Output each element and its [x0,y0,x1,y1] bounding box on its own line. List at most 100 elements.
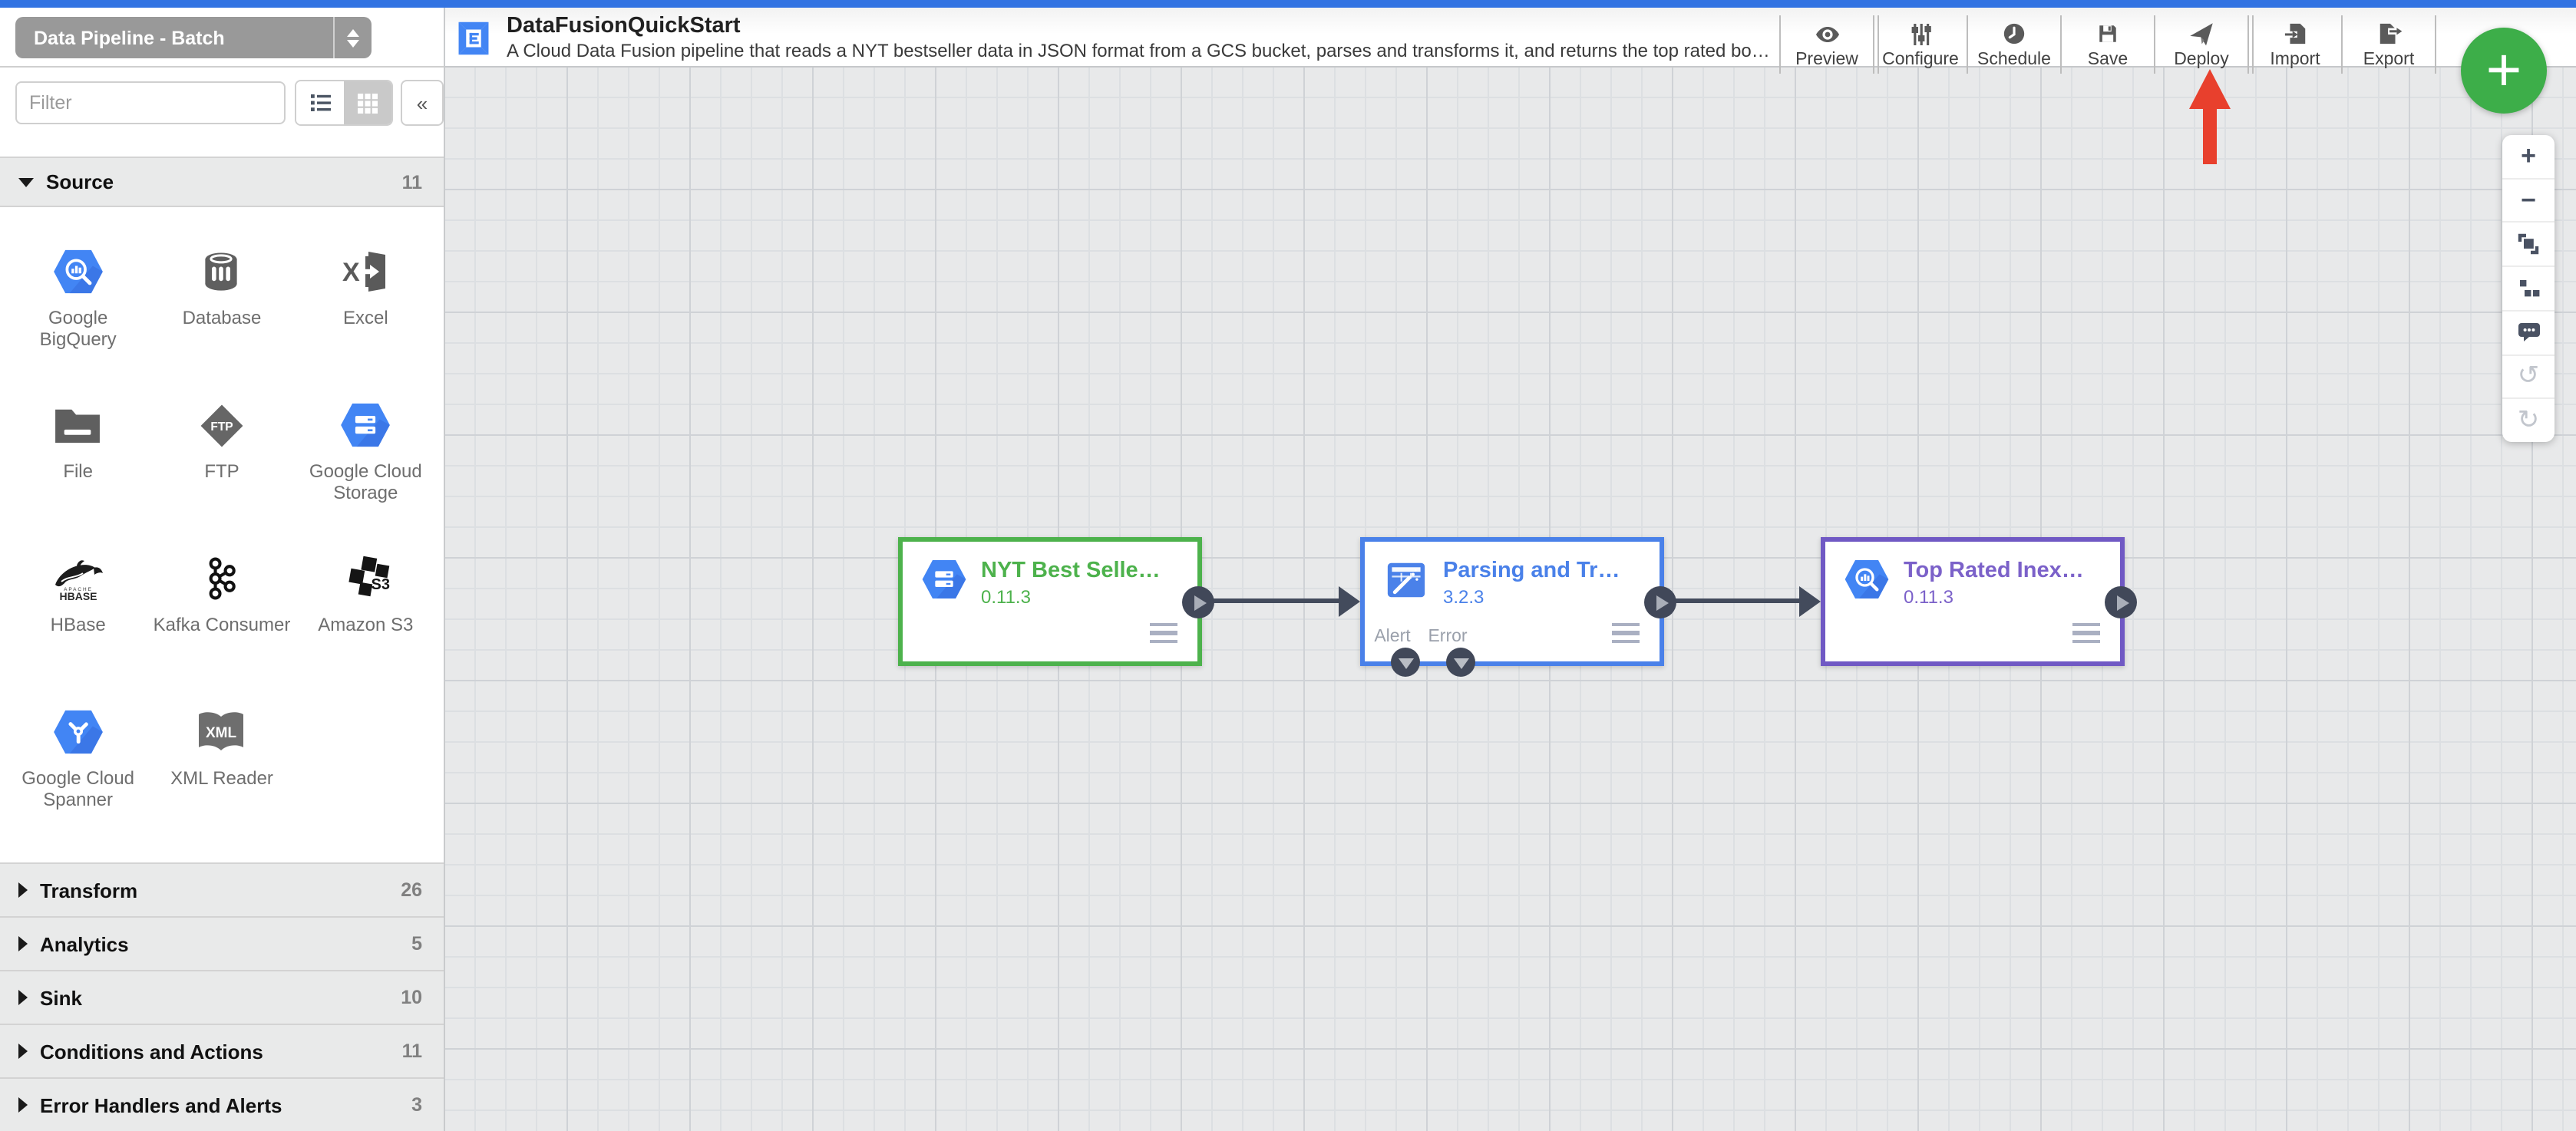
collapse-sidebar-button[interactable]: « [401,80,444,126]
fit-to-screen-icon [2516,232,2541,257]
plugin-database[interactable]: Database [150,244,293,391]
plugin-label: Google Cloud Spanner [21,767,135,810]
undo-button[interactable]: ↺ [2502,354,2555,397]
node-menu-icon[interactable] [2072,622,2100,643]
hbase-icon: APACHE HBASE [48,551,109,606]
excel-icon: X [341,244,390,299]
node-title: NYT Best Selle… [981,559,1161,583]
plugin-google-cloud-spanner[interactable]: Google Cloud Spanner [6,704,150,852]
output-port[interactable] [1644,586,1676,618]
section-header-transform[interactable]: Transform 26 [0,862,444,916]
paper-plane-icon [2188,21,2215,47]
section-count: 26 [401,879,422,901]
list-icon [308,92,332,114]
pipeline-canvas[interactable]: NYT Best Selle… 0.11.3 [444,66,2576,1131]
pipeline-title: DataFusionQuickStart [507,14,741,38]
undo-icon: ↺ [2517,361,2540,391]
plugin-ftp[interactable]: FTP FTP [150,397,293,545]
node-title: Top Rated Inex… [1904,559,2084,583]
plugin-file[interactable]: File [6,397,150,545]
node-menu-icon[interactable] [1150,622,1177,643]
section-count: 3 [411,1094,422,1116]
save-button[interactable]: Save [2060,15,2154,74]
section-header-source[interactable]: Source 11 [0,157,444,207]
section-header-conditions-and-actions[interactable]: Conditions and Actions 11 [0,1024,444,1077]
node-head: Top Rated Inex… 0.11.3 [1825,542,2120,608]
section-header-error-handlers-and-alerts[interactable]: Error Handlers and Alerts 3 [0,1077,444,1131]
error-port[interactable] [1446,648,1475,677]
deploy-button[interactable]: Deploy [2154,15,2247,74]
view-toggle [295,80,393,126]
output-port[interactable] [1182,586,1214,618]
align-nodes-button[interactable] [2502,265,2555,309]
import-button[interactable]: Import [2247,15,2341,74]
pipeline-type-select[interactable]: Data Pipeline - Batch [15,17,372,58]
configure-button[interactable]: Configure [1873,15,1967,74]
section-count: 10 [401,987,422,1008]
plugin-excel[interactable]: X Excel [294,244,438,391]
fit-to-screen-button[interactable] [2502,221,2555,265]
filter-input[interactable] [15,81,286,124]
browser-top-bar [0,0,2576,8]
grid-view-button[interactable] [344,81,391,124]
node-port-labels: Alert Error [1365,628,1475,646]
chevron-right-icon [18,882,28,898]
output-port[interactable] [2105,586,2137,618]
gcs-icon [921,559,967,600]
connection-wire [1210,598,1340,603]
connection-arrowhead-icon [1339,586,1360,617]
node-head: Parsing and Tr… 3.2.3 [1365,542,1660,608]
pipeline-identity: DataFusionQuickStart A Cloud Data Fusion… [456,14,1778,61]
node-nyt-best-sellers[interactable]: NYT Best Selle… 0.11.3 [898,537,1214,666]
red-arrow-annotation [2188,69,2232,164]
section-header-sink[interactable]: Sink 10 [0,970,444,1024]
alert-port[interactable] [1391,648,1420,677]
folder-icon [53,397,104,453]
zoom-in-button[interactable]: + [2502,135,2555,177]
svg-text:X: X [342,258,360,287]
section-count: 11 [401,1040,422,1062]
export-button[interactable]: Export [2341,15,2436,74]
database-icon [199,244,245,299]
section-count: 11 [401,171,422,193]
plugin-amazon-s3[interactable]: S3 Amazon S3 [294,551,438,698]
zoom-out-button[interactable]: − [2502,177,2555,221]
grid-icon [356,91,379,114]
gcs-icon [339,397,391,453]
plugin-label: Google Cloud Storage [309,460,422,503]
alert-port-label: Alert [1374,628,1411,646]
comment-button[interactable] [2502,309,2555,354]
node-parsing-and-transform[interactable]: Parsing and Tr… 3.2.3 Alert Error [1360,537,1676,677]
plugin-hbase[interactable]: APACHE HBASE HBase [6,551,150,698]
chevron-right-icon [18,1044,28,1059]
collapsed-sections: Transform 26 Analytics 5 Sink 10 Conditi… [0,862,444,1131]
list-view-button[interactable] [296,81,344,124]
plus-icon: + [2485,37,2522,104]
plugin-label: Kafka Consumer [153,614,291,635]
node-top-rated-sink[interactable]: Top Rated Inex… 0.11.3 [1821,537,2137,666]
svg-text:XML: XML [206,725,238,741]
redo-button[interactable]: ↻ [2502,397,2555,442]
data-fusion-logo-icon [456,18,491,58]
plugin-label: XML Reader [170,767,273,789]
plugin-xml-reader[interactable]: XML XML Reader [150,704,293,852]
section-header-analytics[interactable]: Analytics 5 [0,916,444,970]
align-nodes-icon [2516,276,2541,301]
plugin-google-cloud-storage[interactable]: Google Cloud Storage [294,397,438,545]
wrangler-icon [1383,559,1429,600]
chevron-right-icon [18,990,28,1005]
source-plugin-grid: Google BigQuery Database [0,207,444,862]
schedule-button[interactable]: Schedule [1967,15,2060,74]
minus-icon: − [2521,185,2536,215]
clock-icon [2002,21,2026,47]
svg-text:S3: S3 [372,576,390,593]
plugin-google-bigquery[interactable]: Google BigQuery [6,244,150,391]
preview-button[interactable]: Preview [1779,15,1873,74]
plugin-kafka-consumer[interactable]: Kafka Consumer [150,551,293,698]
section-count: 5 [411,933,422,955]
node-menu-icon[interactable] [1612,622,1640,643]
connection-arrowhead-icon [1799,586,1821,617]
node-version: 0.11.3 [1904,586,1953,608]
chevron-right-icon [18,1097,28,1113]
add-plugin-button[interactable]: + [2461,28,2547,114]
